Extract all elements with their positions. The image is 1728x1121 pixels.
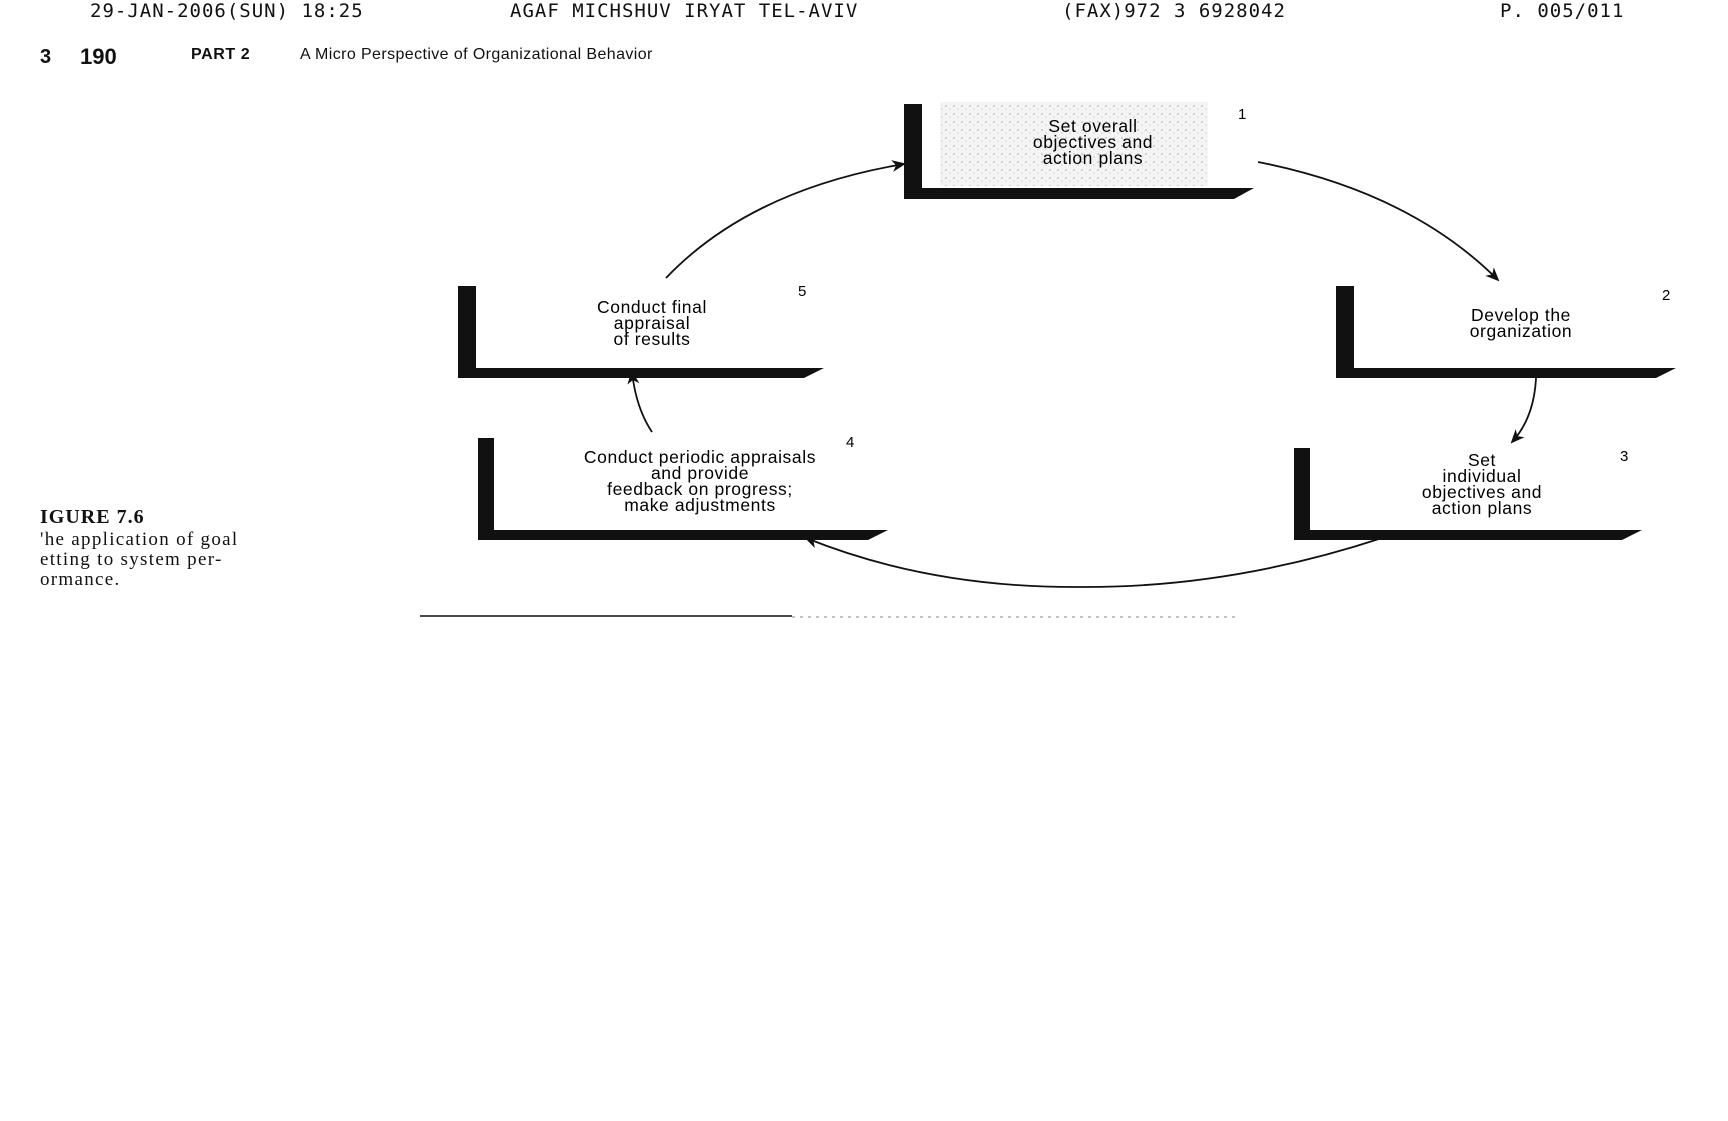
fax-number: (FAX)972 3 6928042 — [1062, 0, 1286, 22]
fax-sender: AGAF MICHSHUV IRYAT TEL-AVIV — [510, 0, 859, 22]
box-left-bar — [458, 286, 476, 378]
figure-caption-title: IGURE 7.6 — [40, 506, 145, 528]
box-bottom-bar — [478, 530, 888, 540]
shaded-background — [940, 102, 1208, 186]
arrow-1-to-2 — [1257, 161, 1500, 282]
step-text: organization — [1470, 321, 1573, 341]
step-box-2: Develop the organization 2 — [1336, 286, 1676, 378]
step-number: 1 — [1238, 106, 1246, 123]
figure-caption-line: 'he application of goal — [40, 529, 239, 550]
step-number: 4 — [846, 434, 854, 451]
part-label: PART 2 — [191, 46, 251, 63]
step-text: Set overall — [1048, 116, 1137, 136]
figure-caption-line: ormance. — [40, 569, 121, 590]
step-box-4: Conduct periodic appraisals and provide … — [478, 434, 888, 540]
step-text: objectives and — [1422, 482, 1542, 502]
box-left-bar — [1336, 286, 1354, 378]
arrow-2-to-3 — [1510, 377, 1537, 444]
box-bottom-bar — [458, 368, 824, 378]
arrow-5-to-1 — [665, 160, 906, 279]
box-left-bar — [1294, 448, 1310, 540]
corner-mark: 3 — [40, 46, 52, 68]
step-number: 5 — [798, 283, 806, 300]
figure-caption-line: etting to system per- — [40, 549, 223, 570]
arrow-3-to-4 — [804, 536, 1383, 588]
step-text: of results — [614, 329, 691, 349]
step-text: feedback on progress; — [607, 479, 793, 499]
box-left-bar — [478, 438, 494, 540]
step-box-5: Conduct final appraisal of results 5 — [458, 283, 824, 378]
chapter-title: A Micro Perspective of Organizational Be… — [300, 46, 653, 63]
step-text: Conduct periodic appraisals — [584, 447, 816, 467]
step-box-1: Set overall objectives and action plans … — [904, 102, 1254, 199]
step-number: 3 — [1620, 448, 1628, 465]
step-text: individual — [1443, 466, 1522, 486]
box-bottom-bar — [1336, 368, 1676, 378]
step-text: objectives and — [1033, 132, 1153, 152]
step-number: 2 — [1662, 287, 1670, 304]
fax-page-count: P. 005/011 — [1500, 0, 1625, 22]
step-box-3: Set individual objectives and action pla… — [1294, 448, 1642, 540]
arrow-4-to-5 — [627, 370, 653, 433]
page-number: 190 — [80, 44, 117, 69]
step-text: Set — [1468, 450, 1496, 470]
step-text: appraisal — [614, 313, 690, 333]
step-text: make adjustments — [624, 495, 776, 515]
step-text: Develop the — [1471, 305, 1571, 325]
step-text: action plans — [1043, 148, 1144, 168]
step-text: and provide — [651, 463, 749, 483]
box-bottom-bar — [904, 188, 1254, 199]
fax-datetime: 29-JAN-2006(SUN) 18:25 — [90, 0, 364, 22]
box-left-bar — [904, 104, 922, 198]
step-text: Conduct final — [597, 297, 707, 317]
step-text: action plans — [1432, 498, 1533, 518]
box-bottom-bar — [1294, 530, 1642, 540]
